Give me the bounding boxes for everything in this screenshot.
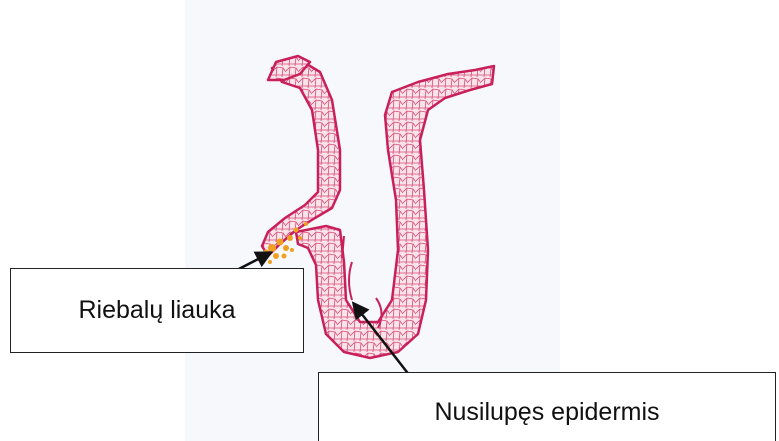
label-box-peeled-epidermis: Nusilupęs epidermis [318, 372, 776, 441]
label-peeled-epidermis: Nusilupęs epidermis [434, 398, 659, 427]
label-box-sebaceous-gland: Riebalų liauka [10, 268, 304, 353]
label-sebaceous-gland: Riebalų liauka [78, 296, 235, 325]
